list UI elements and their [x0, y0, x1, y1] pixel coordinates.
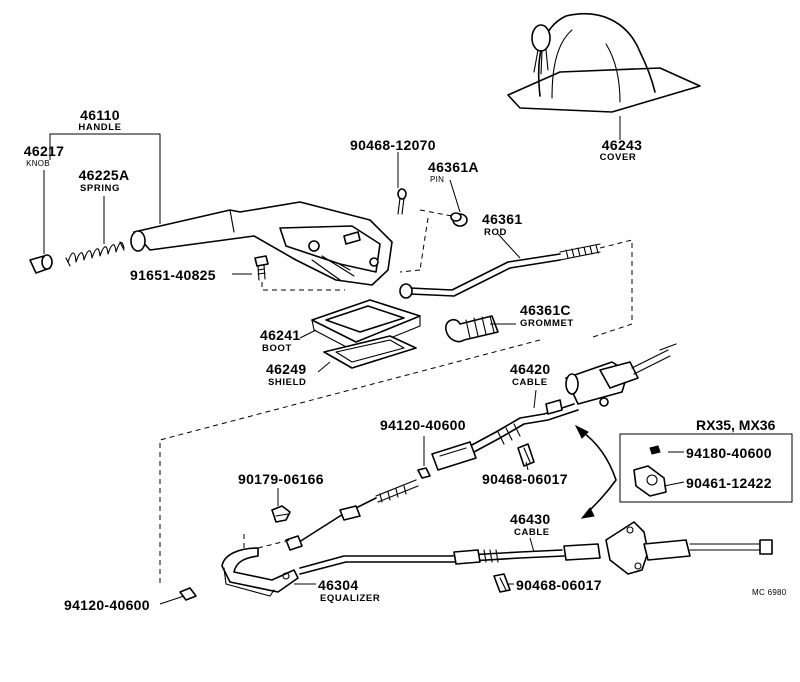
part-name-grommet: GROMMET: [520, 318, 574, 329]
nut-part-upper: [417, 467, 431, 479]
part-number-46217: 46217: [23, 143, 65, 159]
part-number-46361a: 46361A: [428, 159, 479, 175]
part-number-46361: 46361: [482, 211, 523, 227]
part-number-46430: 46430: [510, 511, 551, 527]
part-number-46249: 46249: [266, 361, 307, 377]
inset-title: RX35, MX36: [696, 417, 776, 433]
inset-box: [619, 433, 793, 503]
part-number-46241: 46241: [260, 327, 301, 343]
part-name-rod: ROD: [484, 227, 507, 238]
pin-part: [450, 212, 468, 227]
nut-part-mid: [271, 505, 291, 523]
shield-part: [323, 335, 417, 369]
part-name-cover: COVER: [599, 152, 637, 163]
front-cable-part: [431, 343, 677, 471]
equalizer-part: [221, 547, 299, 597]
cotter-pin-part: [397, 188, 407, 215]
spring-part: [65, 241, 125, 267]
part-name-spring: SPRING: [79, 183, 121, 194]
handle-part: [130, 201, 393, 286]
inset-part-94180-40600: 94180-40600: [686, 445, 772, 461]
grommet-part: [445, 315, 499, 343]
part-number-46225a: 46225A: [78, 167, 130, 183]
rear-cable-part: [299, 521, 773, 575]
inset-clamp-part: [633, 445, 667, 497]
part-name-boot: BOOT: [262, 343, 292, 354]
part-name-knob: KNOB: [26, 159, 50, 168]
boot-part: [311, 299, 421, 353]
part-name-equalizer: EQUALIZER: [320, 593, 381, 604]
cover-part: [507, 12, 701, 113]
part-number-90468-12070: 90468-12070: [350, 137, 436, 153]
clip-part-upper: [517, 443, 535, 467]
part-number-46110: 46110: [80, 107, 120, 123]
inset-part-90461-12422: 90461-12422: [686, 475, 772, 491]
part-name-handle: HANDLE: [78, 122, 122, 133]
clip-part-lower: [493, 573, 511, 593]
rod-part: [399, 243, 601, 299]
part-number-46243: 46243: [601, 137, 643, 153]
part-number-46304: 46304: [318, 577, 359, 593]
part-name-shield: SHIELD: [268, 377, 307, 388]
part-number-94120-40600-lower: 94120-40600: [64, 597, 150, 613]
part-number-90468-06017-lower: 90468-06017: [516, 577, 602, 593]
part-name-cable-46430: CABLE: [514, 527, 550, 538]
part-number-90179-06166: 90179-06166: [238, 471, 324, 487]
part-number-46420: 46420: [510, 361, 551, 377]
part-number-46361c: 46361C: [520, 302, 571, 318]
part-name-pin: PIN: [430, 175, 445, 184]
part-number-91651-40825: 91651-40825: [130, 267, 216, 283]
diagram-code: MC 6980: [752, 588, 787, 597]
knob-part: [29, 254, 53, 274]
nut-part-lower: [179, 587, 197, 601]
bolt-part: [254, 255, 269, 281]
inset-pointer-arrow: [579, 429, 617, 515]
part-number-94120-40600-upper: 94120-40600: [380, 417, 466, 433]
part-number-90468-06017-upper: 90468-06017: [482, 471, 568, 487]
part-name-cable-46420: CABLE: [512, 377, 548, 388]
